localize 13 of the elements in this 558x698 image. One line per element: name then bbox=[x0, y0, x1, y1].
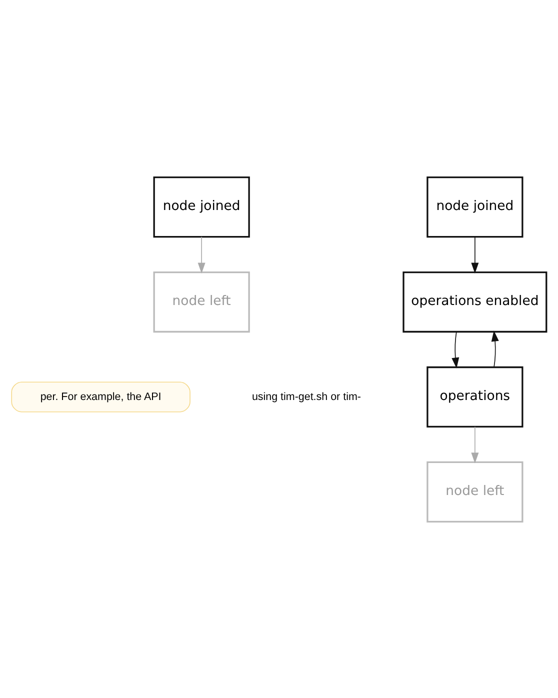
arrow bbox=[471, 236, 479, 273]
node-box: operations enabled bbox=[402, 270, 548, 332]
label: per. For example, the API bbox=[40, 390, 162, 402]
node-box: node left bbox=[426, 460, 524, 522]
arrow bbox=[471, 426, 479, 463]
node-box: node left bbox=[153, 270, 250, 332]
node-box: operations bbox=[426, 366, 524, 428]
arrow bbox=[198, 236, 206, 273]
node-box: node joined bbox=[426, 176, 524, 238]
arrow bbox=[452, 330, 460, 368]
arrow bbox=[491, 330, 499, 368]
node-box: node joined bbox=[153, 176, 250, 238]
label: using tim-get.sh or tim- bbox=[252, 390, 361, 402]
